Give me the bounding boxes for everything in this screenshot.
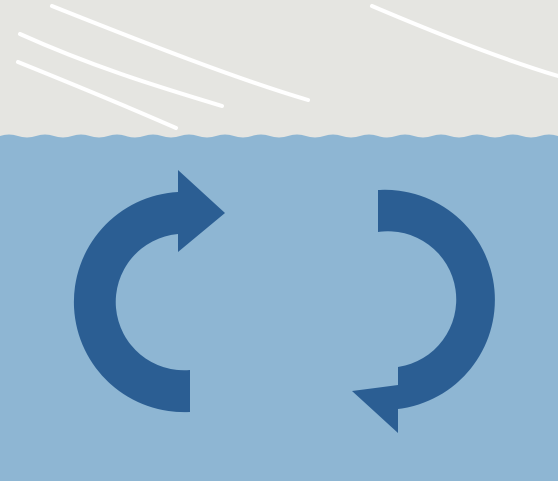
sky-region: [0, 0, 558, 150]
